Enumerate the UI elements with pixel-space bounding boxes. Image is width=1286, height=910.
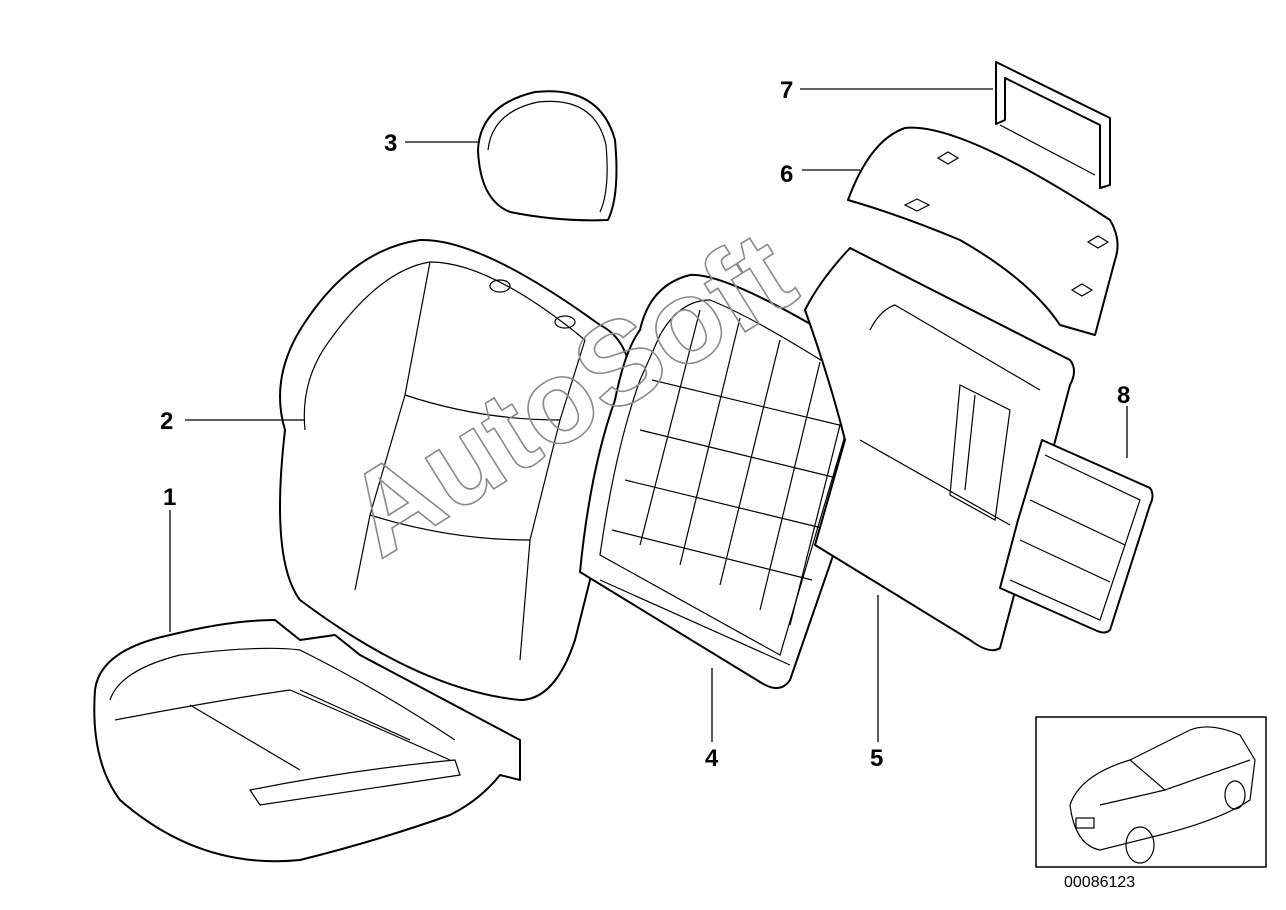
callout-8[interactable]: 8 [1117, 382, 1130, 409]
part-backrest-board[interactable] [999, 439, 1154, 634]
part-backrest-trim-panel[interactable] [804, 247, 1075, 652]
callout-4[interactable]: 4 [705, 745, 719, 772]
callout-1[interactable]: 1 [163, 484, 176, 511]
document-number: 00086123 [1064, 874, 1135, 891]
callout-5[interactable]: 5 [870, 745, 883, 772]
part-cover-bracket[interactable] [995, 61, 1111, 189]
part-seat-cushion-cover[interactable] [93, 619, 521, 863]
leader-lines [169, 88, 1128, 742]
part-backrest-rear-upper-cover[interactable] [847, 126, 1119, 336]
callout-6[interactable]: 6 [780, 161, 793, 188]
callout-3[interactable]: 3 [384, 130, 397, 157]
vehicle-thumbnail [1035, 716, 1267, 868]
part-backrest-frame[interactable] [579, 273, 887, 689]
part-headrest[interactable] [477, 90, 618, 222]
callout-2[interactable]: 2 [160, 408, 173, 435]
callout-7[interactable]: 7 [780, 77, 793, 104]
